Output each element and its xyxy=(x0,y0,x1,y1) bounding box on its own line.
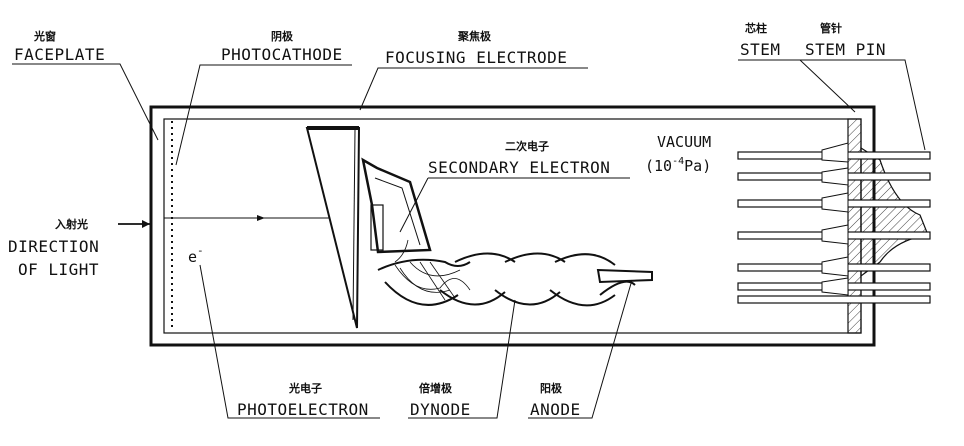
svg-text:DYNODE: DYNODE xyxy=(410,400,471,419)
svg-text:芯柱: 芯柱 xyxy=(745,21,767,35)
label-underlines xyxy=(12,59,894,419)
svg-text:FOCUSING ELECTRODE: FOCUSING ELECTRODE xyxy=(385,48,567,67)
svg-text:入射光: 入射光 xyxy=(55,217,88,231)
anode-element xyxy=(596,268,653,284)
stem-pins xyxy=(737,142,931,304)
svg-text:光窗: 光窗 xyxy=(33,29,56,43)
label-faceplate: 光窗 FACEPLATE xyxy=(14,29,105,64)
photocathode-element xyxy=(305,126,361,329)
svg-text:管针: 管针 xyxy=(820,21,842,35)
svg-text:STEM: STEM xyxy=(740,40,781,59)
label-stem-pin: 管针 STEM PIN xyxy=(805,21,886,59)
label-electron-symbol: e- xyxy=(188,244,204,266)
svg-text:DIRECTION: DIRECTION xyxy=(8,237,99,256)
label-stem: 芯柱 STEM xyxy=(740,21,781,59)
label-direction-of-light: 入射光 DIRECTION OF LIGHT xyxy=(8,217,99,279)
svg-text:(10-4Pa): (10-4Pa) xyxy=(645,156,711,175)
svg-text:OF LIGHT: OF LIGHT xyxy=(18,260,99,279)
label-focusing-electrode: 聚焦极 FOCUSING ELECTRODE xyxy=(385,29,567,67)
svg-text:ANODE: ANODE xyxy=(530,400,581,419)
label-dynode: 倍增极 DYNODE xyxy=(410,381,471,419)
label-photocathode: 阴极 PHOTOCATHODE xyxy=(221,29,343,64)
svg-text:SECONDARY ELECTRON: SECONDARY ELECTRON xyxy=(428,158,610,177)
label-anode: 阳极 ANODE xyxy=(530,381,581,419)
svg-text:聚焦极: 聚焦极 xyxy=(457,29,492,43)
light-path xyxy=(118,215,330,228)
label-secondary-electron: 二次电子 SECONDARY ELECTRON xyxy=(428,139,610,177)
svg-text:阴极: 阴极 xyxy=(271,29,294,43)
svg-text:PHOTOCATHODE: PHOTOCATHODE xyxy=(221,45,343,64)
focusing-electrode-element xyxy=(361,157,432,254)
svg-text:STEM PIN: STEM PIN xyxy=(805,40,886,59)
svg-text:阳极: 阳极 xyxy=(540,381,563,395)
svg-text:倍增极: 倍增极 xyxy=(419,381,453,395)
label-photoelectron: 光电子 PHOTOELECTRON xyxy=(237,381,369,419)
svg-text:二次电子: 二次电子 xyxy=(505,139,549,153)
svg-text:PHOTOELECTRON: PHOTOELECTRON xyxy=(237,400,369,419)
label-vacuum: VACUUM (10-4Pa) xyxy=(645,133,711,175)
dynode-chain xyxy=(377,239,636,307)
svg-text:光电子: 光电子 xyxy=(288,381,322,395)
svg-text:FACEPLATE: FACEPLATE xyxy=(14,45,105,64)
svg-text:e-: e- xyxy=(188,244,204,266)
svg-text:VACUUM: VACUUM xyxy=(657,133,711,151)
